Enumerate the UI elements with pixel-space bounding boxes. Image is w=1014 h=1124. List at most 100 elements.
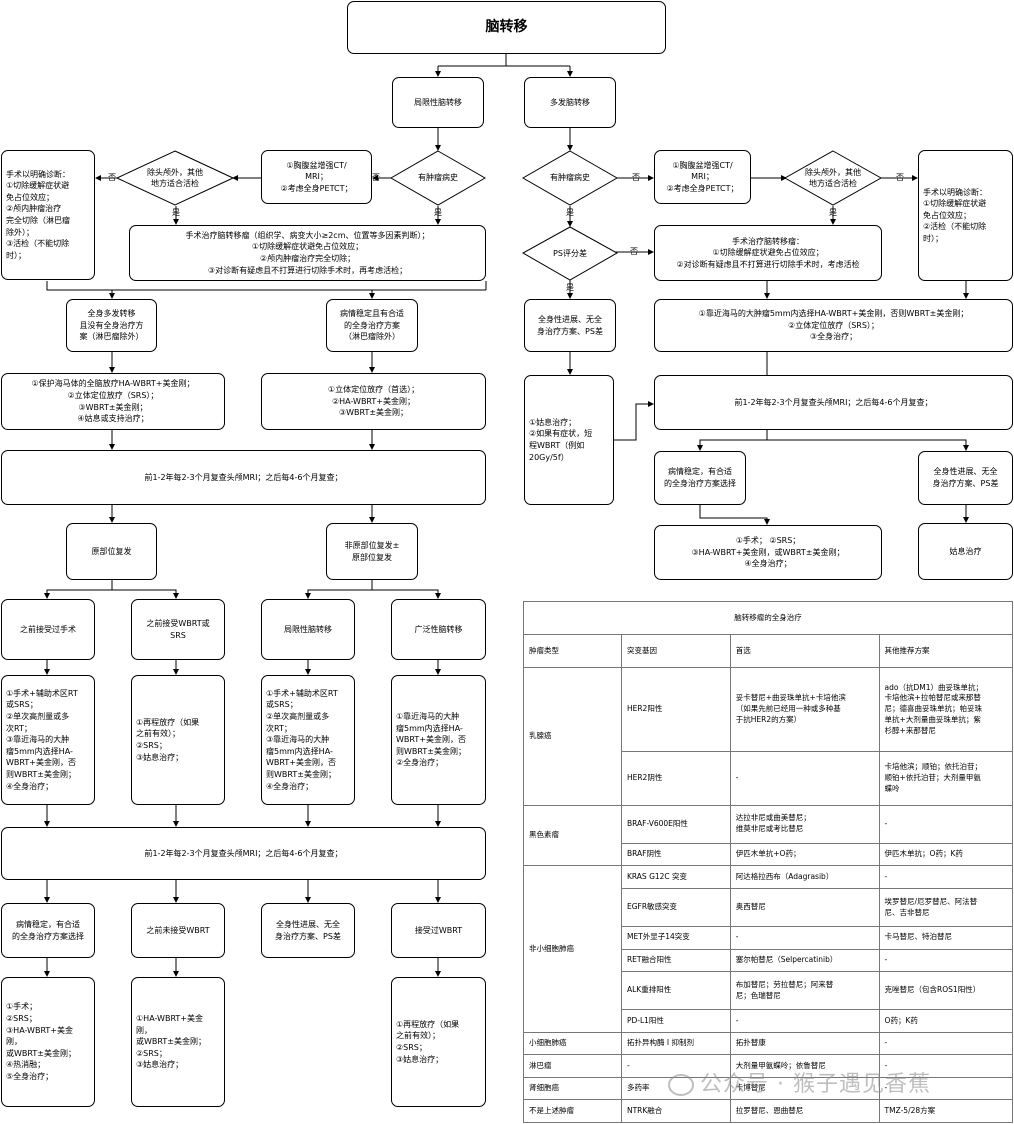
diamond-left-other-sites xyxy=(116,150,234,206)
table-header-cell: 其他推荐方案 xyxy=(878,634,1014,668)
other-cell: - xyxy=(878,948,1014,973)
other-cell: 卡马替尼、特泊替尼 xyxy=(878,926,1014,950)
node-localized-mets: 局限性脑转移 xyxy=(392,77,484,128)
tumor-type-cell: 不是上述肿瘤 xyxy=(523,1099,622,1123)
node-left-surgery-main: 手术治疗脑转移瘤（组织学、病变大小≥2cm、位置等多因素判断）； ①切除缓解症状… xyxy=(129,225,486,281)
node-right-palliative: ①姑息治疗； ②如果有症状，短 程WBRT（例如 20Gy/5f） xyxy=(524,375,614,505)
wechat-icon xyxy=(668,1074,694,1096)
node-left-prior-surgery: 之前接受过手术 xyxy=(1,599,95,660)
other-cell: 克唑替尼（包含ROS1阳性） xyxy=(878,971,1014,1011)
node-left-recur-nonlocal: 非原部位复发± 原部位复发 xyxy=(326,523,418,580)
other-cell: 伊匹木单抗；O药；K药 xyxy=(878,842,1014,867)
gene-cell: ALK重排阳性 xyxy=(620,971,731,1011)
gene-cell: BRAF-V600E阳性 xyxy=(620,804,731,844)
node-left-extensive-mets: 广泛性脑转移 xyxy=(391,599,486,660)
node-left-followup: 前1-2年每2-3个月复查头颅MRI；之后每4-6个月复查； xyxy=(1,450,486,505)
tumor-type-cell: 非小细胞肺癌 xyxy=(523,865,622,1033)
first-cell: - xyxy=(729,1009,880,1033)
table-row: MET外显子14突变-卡马替尼、特泊替尼 xyxy=(524,926,1014,950)
label-no-3: 否 xyxy=(632,173,640,182)
node-left-prior-wbrt: 接受过WBRT xyxy=(391,903,486,958)
node-multiple-mets: 多发脑转移 xyxy=(524,77,616,128)
node-left-tx-extensive: ①靠近海马的大肿 瘤5mm内选择HA- WBRT+美金刚，否 则WBRT±美金刚… xyxy=(391,675,486,805)
first-cell: 妥卡替尼+曲妥珠单抗+卡培他滨 （如果先前已经用一种或多种基 于抗HER2的方案… xyxy=(729,666,880,753)
gene-cell: EGFR敏感突变 xyxy=(620,887,731,928)
node-right-progression2: 全身性进展、无全 身治疗方案、PS差 xyxy=(918,451,1013,505)
gene-cell: HER2阳性 xyxy=(620,666,731,753)
label-yes-1: 是 xyxy=(434,208,442,217)
node-left-surgery-diagnosis: 手术以明确诊断： ①切除缓解症状避 免占位效应； ②颅内肿瘤治疗 完全切除（淋巴… xyxy=(1,150,95,280)
table-row: HER2阴性-卡培他滨；顺铂；依托泊苷； 顺铂+依托泊苷；大剂量甲氨 蝶呤 xyxy=(524,751,1014,806)
table-caption: 脑转移瘤的全身治疗 xyxy=(523,601,1013,635)
first-cell: 布加替尼；劳拉替尼；阿来替 尼；色瑞替尼 xyxy=(729,971,880,1011)
label-yes-2: 是 xyxy=(172,208,180,217)
first-cell: 拉罗替尼、恩曲替尼 xyxy=(729,1099,880,1123)
label-no-1: 否 xyxy=(372,173,380,182)
node-left-prior-wbrt-srs: 之前接受WBRT或 SRS xyxy=(131,599,225,660)
node-right-followup: 前1-2年每2-3个月复查头颅MRI；之后每4-6个月复查； xyxy=(654,375,1013,430)
node-right-tx-stable-option: ①手术； ②SRS； ③HA-WBRT+美金刚，或WBRT±美金刚； ④全身治疗… xyxy=(654,525,882,580)
table-header-cell: 突变基因 xyxy=(620,634,731,668)
table-header-cell: 首选 xyxy=(729,634,880,668)
gene-cell: HER2阴性 xyxy=(620,751,731,806)
node-left-recur-local: 原部位复发 xyxy=(66,523,157,580)
title-brain-metastasis: 脑转移 xyxy=(347,1,666,54)
table-header-cell: 肿瘤类型 xyxy=(523,634,622,668)
node-right-tx-main: ①靠近海马的大肿瘤5mm内选择HA-WBRT+美金刚，否则WBRT±美金刚； ②… xyxy=(654,299,1013,352)
node-right-progression: 全身性进展、无全 身治疗方案、PS差 xyxy=(524,299,616,352)
other-cell: ado（抗DM1）曲妥珠单抗； 卡培他滨+拉帕替尼或来那替 尼；德喜曲妥珠单抗；… xyxy=(878,666,1014,753)
first-cell: 塞尔帕替尼（Selpercatinib） xyxy=(729,948,880,973)
label-no-2: 否 xyxy=(108,173,116,182)
node-left-no-prior-wbrt: 之前未接受WBRT xyxy=(131,903,225,958)
tumor-type-cell: 黑色素瘤 xyxy=(523,804,622,867)
first-cell: - xyxy=(729,751,880,806)
diamond-right-other-sites-label: 除头颅外，其他 地方适合活检 xyxy=(805,167,861,188)
other-cell: O药；K药 xyxy=(878,1009,1014,1033)
other-cell: - xyxy=(878,804,1014,844)
node-left-tx-no-prior-wbrt: ①HA-WBRT+美金 刚， 或WBRT±美金刚； ②SRS； ③姑息治疗； xyxy=(131,977,225,1107)
first-cell: 奥西替尼 xyxy=(729,887,880,928)
other-cell: 卡培他滨；顺铂；依托泊苷； 顺铂+依托泊苷；大剂量甲氨 蝶呤 xyxy=(878,751,1014,806)
node-left-tx-prior-surgery: ①手术+辅助术区RT 或SRS； ②单次高剂量或多 次RT； ③靠近海马的大肿 … xyxy=(1,675,95,805)
node-left-tx-stable: ①立体定位放疗（首选）； ②HA-WBRT+美金刚； ③WBRT±美金刚； xyxy=(261,373,486,430)
table-row: ALK重排阳性布加替尼；劳拉替尼；阿来替 尼；色瑞替尼克唑替尼（包含ROS1阳性… xyxy=(524,971,1014,1011)
node-left-tx-prior-wbrt: ①再程放疗（如果 之前有效）； ②SRS； ③姑息治疗； xyxy=(131,675,225,805)
other-cell: - xyxy=(878,1031,1014,1056)
node-right-palliative2: 姑息治疗 xyxy=(918,523,1013,580)
gene-cell: PD-L1阳性 xyxy=(620,1009,731,1033)
label-no-4: 否 xyxy=(896,173,904,182)
other-cell: 埃罗替尼/厄罗替尼、阿法替 尼、吉非替尼 xyxy=(878,887,1014,928)
node-left-tx-stable-option: ①手术； ②SRS； ③HA-WBRT+美金 刚， 或WBRT±美金刚； ④热消… xyxy=(1,977,95,1107)
diamond-right-ps xyxy=(522,226,618,281)
gene-cell: BRAF阴性 xyxy=(620,842,731,867)
watermark: 公众号 · 猴子遇见香蕉 xyxy=(668,1066,931,1098)
node-left-tx-limited: ①手术+辅助术区RT 或SRS； ②单次高剂量或多 次RT； ③靠近海马的大肿 … xyxy=(261,675,355,805)
node-right-imaging: ①胸腹盆增强CT/ MRI； ②考虑全身PETCT； xyxy=(654,150,751,204)
table-row: EGFR敏感突变奥西替尼埃罗替尼/厄罗替尼、阿法替 尼、吉非替尼 xyxy=(524,887,1014,928)
watermark-text: 公众号 · 猴子遇见香蕉 xyxy=(700,1072,931,1097)
node-left-followup2: 前1-2年每2-3个月复查头颅MRI；之后每4-6个月复查； xyxy=(1,827,486,880)
node-left-progression: 全身性进展、无全 身治疗方案、PS差 xyxy=(261,903,355,958)
node-left-limited-mets: 局限性脑转移 xyxy=(261,599,355,660)
tumor-type-cell: 肾细胞癌 xyxy=(523,1076,622,1101)
tumor-type-cell: 乳腺癌 xyxy=(523,667,622,806)
other-cell: TMZ-5/28方案 xyxy=(878,1099,1014,1123)
gene-cell: NTRK融合 xyxy=(620,1099,731,1123)
diamond-left-other-sites-label: 除头颅外，其他 地方适合活检 xyxy=(147,167,203,188)
node-left-stable-option: 病情稳定，有合适 的全身治疗方案选择 xyxy=(1,903,95,958)
first-cell: 拓扑替康 xyxy=(729,1031,880,1056)
table-row: 小细胞肺癌拓扑异构酶 I 抑制剂拓扑替康- xyxy=(523,1031,1014,1056)
diamond-right-tumor-history xyxy=(522,150,618,206)
diamond-right-tumor-history-label: 有肿瘤病史 xyxy=(550,173,590,183)
tumor-type-cell: 淋巴瘤 xyxy=(523,1054,622,1078)
first-cell: 阿达格拉西布（Adagrasib） xyxy=(729,865,880,889)
node-left-tx-poor: ①保护海马体的全脑放疗HA-WBRT+美金刚； ②立体定位放疗（SRS）； ③W… xyxy=(1,373,225,430)
node-left-tx-prior-wbrt: ①再程放疗（如果 之前有效）； ②SRS； ③姑息治疗； xyxy=(391,977,486,1107)
tumor-type-cell: 小细胞肺癌 xyxy=(523,1031,622,1056)
